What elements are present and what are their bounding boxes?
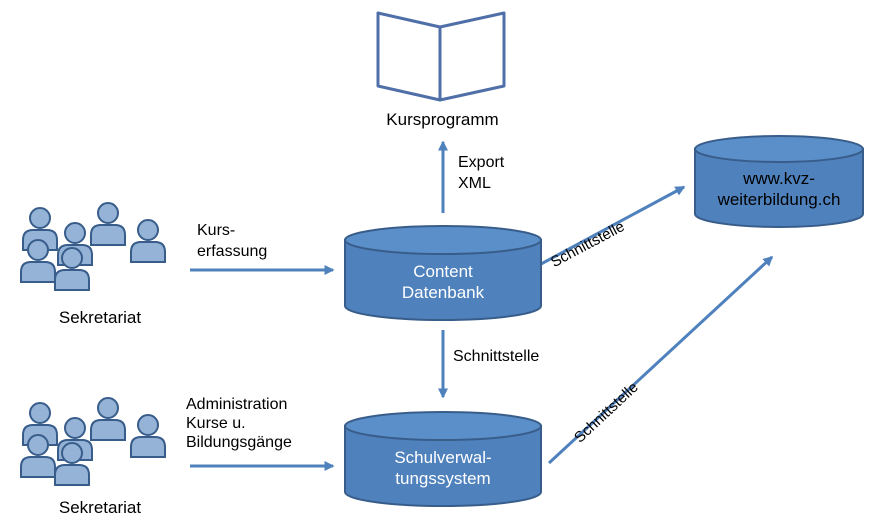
sekretariat-label-bottom: Sekretariat xyxy=(58,498,142,517)
content-datenbank-cylinder xyxy=(344,225,542,321)
export-xml-label: Export XML xyxy=(458,154,505,192)
kursprogramm-label: Kursprogramm xyxy=(386,110,499,129)
people-group-icon xyxy=(20,202,166,291)
people-group-icon xyxy=(20,397,166,486)
arrow-content-to-web xyxy=(540,185,686,266)
web-label: www.kvz- weiterbildung.ch xyxy=(717,169,841,209)
arrow-school-to-web xyxy=(547,255,774,465)
schulverwaltungssystem-label: Schulverwal- tungssystem xyxy=(394,448,492,488)
content-datenbank-label: Content Datenbank xyxy=(401,262,485,302)
open-book-icon xyxy=(376,11,506,102)
web-cylinder xyxy=(694,135,864,228)
kurserfassung-label: Kurs- erfassung xyxy=(197,222,268,260)
sekretariat-label-top: Sekretariat xyxy=(58,308,142,327)
schnittstelle-down-label: Schnittstelle xyxy=(453,348,540,365)
administration-label: Administration Kurse u. Bildungsgänge xyxy=(186,396,292,451)
schulverwaltungssystem-cylinder xyxy=(344,411,542,507)
